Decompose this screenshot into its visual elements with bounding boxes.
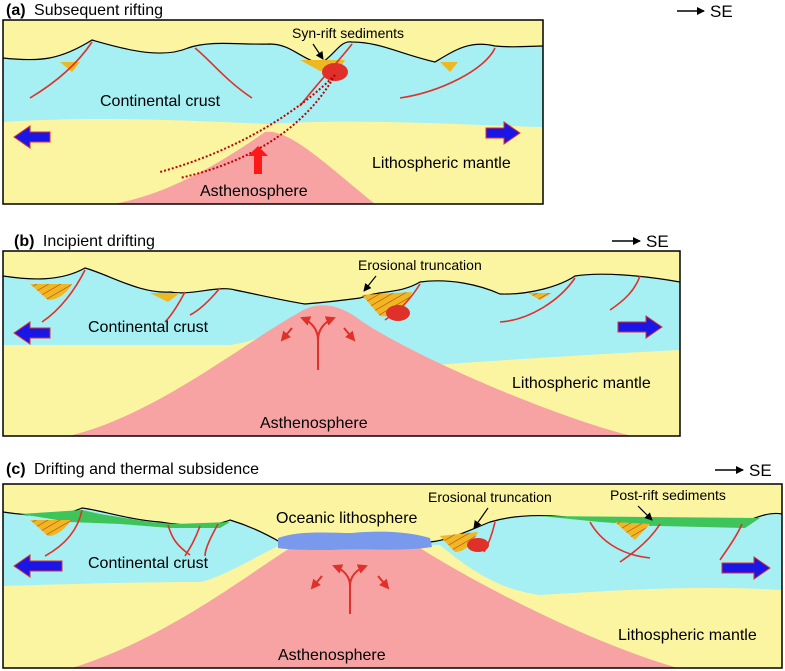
post-rift-sediment-left — [20, 510, 230, 528]
sediment-fill — [615, 522, 650, 540]
detachment-fault — [159, 74, 336, 173]
asthenosphere-body — [68, 305, 632, 436]
label-lithospheric-mantle: Lithospheric mantle — [512, 375, 651, 392]
normal-fault — [399, 47, 496, 99]
syn-rift-depocenter — [322, 63, 348, 81]
pointer-arrow-icon — [637, 505, 653, 521]
normal-fault — [483, 521, 496, 553]
extension-arrow-left-icon — [13, 321, 51, 345]
label-continental-crust: Continental crust — [88, 555, 209, 572]
label-erosional-truncation: Erosional truncation — [428, 489, 552, 505]
normal-fault — [609, 275, 641, 311]
label-erosional-truncation: Erosional truncation — [358, 257, 482, 273]
normal-fault — [719, 523, 743, 561]
panel-c: (c) Drifting and thermal subsidence SE — [2, 461, 783, 669]
extension-arrow-right-icon — [485, 121, 521, 145]
panel-a-title: (a) Subsequent rifting — [6, 2, 163, 19]
panel-c-title: (c) Drifting and thermal subsidence — [6, 461, 259, 478]
post-rift-sediment-right — [540, 516, 760, 528]
direction-label: SE — [710, 2, 733, 21]
normal-fault — [184, 525, 201, 557]
pointer-arrow-icon — [363, 275, 377, 292]
panel-c-direction: SE — [715, 461, 772, 480]
label-asthenosphere: Asthenosphere — [260, 415, 368, 432]
label-continental-crust: Continental crust — [100, 93, 221, 110]
mantle-upwelling-arrows-icon — [310, 564, 390, 614]
normal-fault — [44, 509, 83, 557]
panel-c-frame — [2, 483, 783, 669]
panel-b-title: (b) Incipient drifting — [14, 233, 155, 250]
panel-a-direction: SE — [677, 2, 733, 21]
normal-fault — [619, 523, 661, 563]
asthenosphere-body — [71, 548, 678, 668]
normal-fault — [189, 287, 221, 316]
normal-fault — [384, 283, 421, 321]
extension-arrow-left-icon — [13, 125, 51, 149]
detachment-fault — [179, 74, 336, 179]
normal-fault — [204, 523, 219, 557]
label-lithospheric-mantle: Lithospheric mantle — [618, 627, 757, 644]
normal-fault — [41, 269, 86, 323]
upwelling-arrow-icon — [248, 146, 268, 174]
syn-rift-sediment-fill — [30, 284, 72, 300]
syn-rift-depocenter — [467, 538, 489, 552]
pointer-arrow-icon — [312, 43, 324, 60]
normal-fault — [29, 41, 93, 99]
label-asthenosphere: Asthenosphere — [200, 183, 308, 200]
extension-arrow-left-icon — [13, 554, 63, 578]
sediment-fill — [150, 293, 180, 302]
normal-fault — [194, 47, 253, 99]
normal-fault — [164, 291, 186, 323]
direction-label: SE — [646, 232, 669, 251]
direction-label: SE — [749, 461, 772, 480]
extension-arrow-right-icon — [721, 556, 771, 580]
sediment-fill — [440, 62, 458, 72]
normal-fault — [299, 43, 353, 107]
label-continental-crust: Continental crust — [88, 319, 209, 336]
syn-rift-sediment-truncated — [440, 532, 478, 552]
label-syn-rift-sediments: Syn-rift sediments — [292, 25, 404, 41]
syn-rift-sediment-fill — [30, 520, 72, 536]
mantle-upwelling-arrows-icon — [280, 316, 356, 370]
topography-line — [3, 267, 680, 305]
label-oceanic-lithosphere: Oceanic lithosphere — [276, 510, 418, 527]
asthenosphere-body — [113, 131, 376, 204]
continental-crust-layer — [3, 40, 543, 127]
panel-a: (a) Subsequent rifting SE — [2, 2, 733, 205]
oceanic-lithosphere — [278, 531, 432, 550]
panel-b: (b) Incipient drifting SE — [2, 232, 681, 437]
label-asthenosphere: Asthenosphere — [278, 647, 386, 664]
panel-b-frame — [2, 250, 681, 437]
panel-a-frame — [2, 19, 544, 205]
normal-fault — [499, 277, 576, 323]
sediment-fill — [528, 293, 552, 300]
label-lithospheric-mantle: Lithospheric mantle — [372, 155, 511, 172]
panel-b-direction: SE — [612, 232, 669, 251]
label-post-rift-sediments: Post-rift sediments — [610, 487, 726, 503]
syn-rift-depocenter — [386, 305, 410, 321]
normal-fault — [589, 521, 651, 559]
extension-arrow-right-icon — [617, 315, 663, 339]
pointer-arrow-icon — [473, 507, 489, 529]
